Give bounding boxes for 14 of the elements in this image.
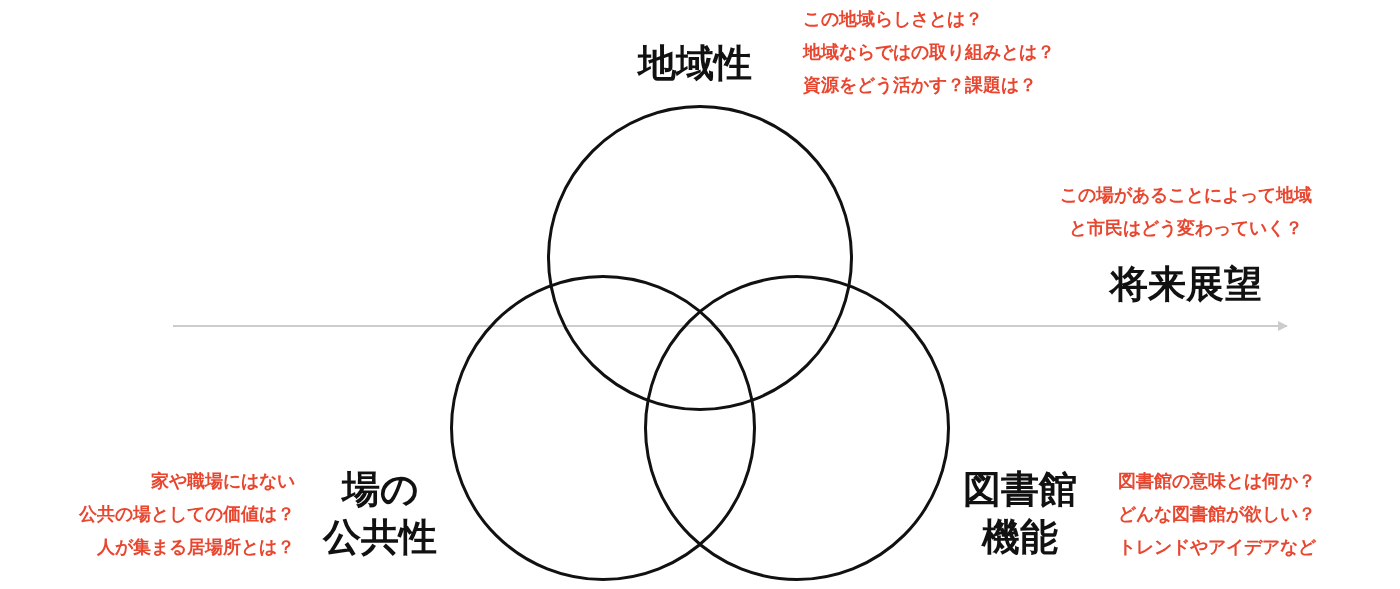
question-text: 公共の場としての価値は？ xyxy=(79,502,295,526)
question-text: この場があることによって地域と市民はどう変わっていく？ xyxy=(1059,183,1313,240)
question-text: 図書館の意味とは何か？ xyxy=(1118,469,1316,493)
question-text: 家や職場にはない xyxy=(150,469,295,493)
question-text: 人が集まる居場所とは？ xyxy=(96,535,295,559)
circle-heading: 地域性 xyxy=(638,40,753,87)
question-text: 資源をどう活かす？課題は？ xyxy=(803,73,1038,97)
question-text: 地域ならではの取り組みとは？ xyxy=(803,40,1055,64)
circle-heading: 場の公共性 xyxy=(321,466,438,561)
future-heading: 将来展望 xyxy=(1108,262,1263,308)
question-text: どんな図書館が欲しい？ xyxy=(1118,502,1316,526)
circle-heading: 図書館機能 xyxy=(962,466,1078,561)
question-text: この地域らしさとは？ xyxy=(803,7,984,31)
question-text: トレンドやアイデアなど xyxy=(1118,535,1316,559)
